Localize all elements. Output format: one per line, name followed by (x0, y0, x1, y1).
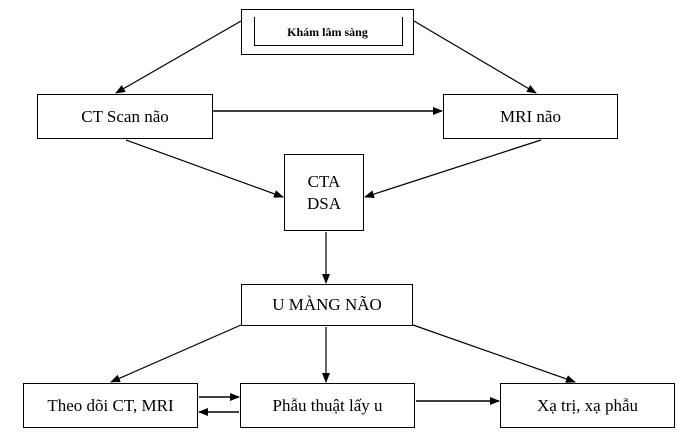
arrow-u-to-xatri (412, 324, 576, 383)
node-phau-thuat-label: Phẫu thuật lấy u (272, 395, 383, 415)
arrow-u-to-theodoi (110, 324, 242, 383)
node-phau-thuat: Phẫu thuật lấy u (240, 383, 415, 428)
arrow-kham-to-mri (413, 20, 537, 94)
node-ct-scan: CT Scan não (37, 94, 213, 139)
node-ct-scan-label: CT Scan não (81, 106, 169, 126)
node-mri: MRI não (443, 94, 618, 139)
node-theo-doi-label: Theo dõi CT, MRI (47, 395, 174, 415)
node-xa-tri: Xạ trị, xạ phẫu (500, 383, 675, 428)
node-kham-lam-sang-label: Khám lâm sàng (287, 24, 368, 39)
node-kham-inner-frame (254, 17, 403, 46)
node-cta-label: CTA (307, 171, 341, 191)
node-u-mang-nao: U MÀNG NÃO (241, 284, 413, 326)
arrow-ct-to-cta (125, 139, 284, 198)
arrow-kham-to-ct (115, 20, 242, 94)
node-dsa-label: DSA (306, 193, 341, 213)
node-kham-lam-sang: Khám lâm sàng (241, 9, 414, 55)
node-xa-tri-label: Xạ trị, xạ phẫu (536, 395, 639, 415)
node-mri-label: MRI não (500, 106, 561, 126)
node-cta-dsa: CTA DSA (284, 154, 364, 231)
node-u-mang-nao-label: U MÀNG NÃO (272, 295, 382, 314)
arrow-mri-to-cta (364, 139, 542, 199)
node-theo-doi: Theo dõi CT, MRI (23, 383, 198, 428)
